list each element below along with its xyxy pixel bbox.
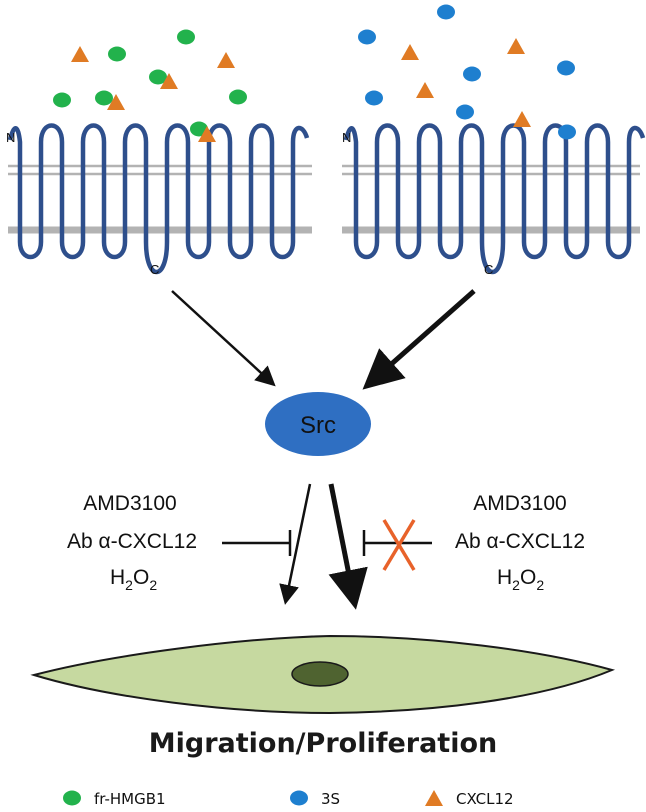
cxcl12-molecule (198, 126, 216, 142)
fr-hmgb1-molecule (149, 69, 167, 85)
fr-hmgb1-molecule (95, 90, 113, 106)
legend-label-3s: 3S (321, 790, 340, 808)
receptor-left-chain (7, 123, 310, 275)
inhibitor-left-amd3100: AMD3100 (83, 492, 176, 515)
fr-hmgb1-molecule (108, 46, 126, 62)
cxcl12-molecule (513, 111, 531, 127)
receptor-right-chain (343, 123, 646, 275)
cxcl12-molecule (217, 52, 235, 68)
fr-hmgb1-molecule (53, 92, 71, 108)
arrow-src-to-cell-right (328, 483, 368, 610)
inhibitor-right-amd3100: AMD3100 (473, 492, 566, 515)
cxcl12-molecule (401, 44, 419, 60)
membrane-right (342, 164, 640, 234)
blocked-x-icon (382, 519, 416, 571)
cxcl12-molecule (107, 94, 125, 110)
ligands-left (53, 29, 247, 142)
fr-hmgb1-molecule (177, 29, 195, 45)
cxcl12-molecule (507, 38, 525, 54)
3s-molecule (456, 104, 474, 120)
3s-molecule (365, 90, 383, 106)
3s-molecule (358, 29, 376, 45)
receptor-right-n-label: N (342, 130, 351, 145)
3s-molecule (558, 124, 576, 140)
inhibition-bar-left (222, 530, 292, 556)
3s-molecule (437, 4, 455, 20)
fr-hmgb1-molecule (229, 89, 247, 105)
legend: fr-HMGB1 3S CXCL12 (63, 790, 514, 808)
arrow-left-receptor-to-src (171, 290, 276, 387)
legend-label-fr-hmgb1: fr-HMGB1 (94, 790, 166, 808)
legend-marker-cxcl12 (425, 790, 443, 806)
3s-molecule (463, 66, 481, 82)
cxcl12-molecule (160, 73, 178, 89)
3s-molecule (557, 60, 575, 76)
legend-marker-3s (290, 790, 308, 806)
inhibitor-right-h2o2: H2O2 (497, 566, 544, 593)
cell-nucleus (291, 661, 349, 687)
receptor-right-c-label: C (484, 262, 493, 277)
inhibitor-right-antibody: Ab α-CXCL12 (455, 530, 585, 553)
cxcl12-molecule (416, 82, 434, 98)
outcome-label: Migration/Proliferation (149, 728, 497, 759)
src-node (265, 392, 371, 456)
receptor-left-c-label: C (150, 262, 159, 277)
arrow-src-to-cell-left (279, 483, 312, 605)
src-label: Src (300, 412, 336, 439)
legend-marker-fr-hmgb1 (63, 790, 81, 806)
arrow-right-receptor-to-src (362, 289, 476, 390)
membrane-left (8, 164, 312, 234)
legend-label-cxcl12: CXCL12 (456, 790, 514, 808)
inhibitor-left-antibody: Ab α-CXCL12 (67, 530, 197, 553)
ligands-right (358, 4, 576, 140)
receptor-left-n-label: N (6, 130, 15, 145)
inhibitor-left-h2o2: H2O2 (110, 566, 157, 593)
cxcl12-molecule (71, 46, 89, 62)
